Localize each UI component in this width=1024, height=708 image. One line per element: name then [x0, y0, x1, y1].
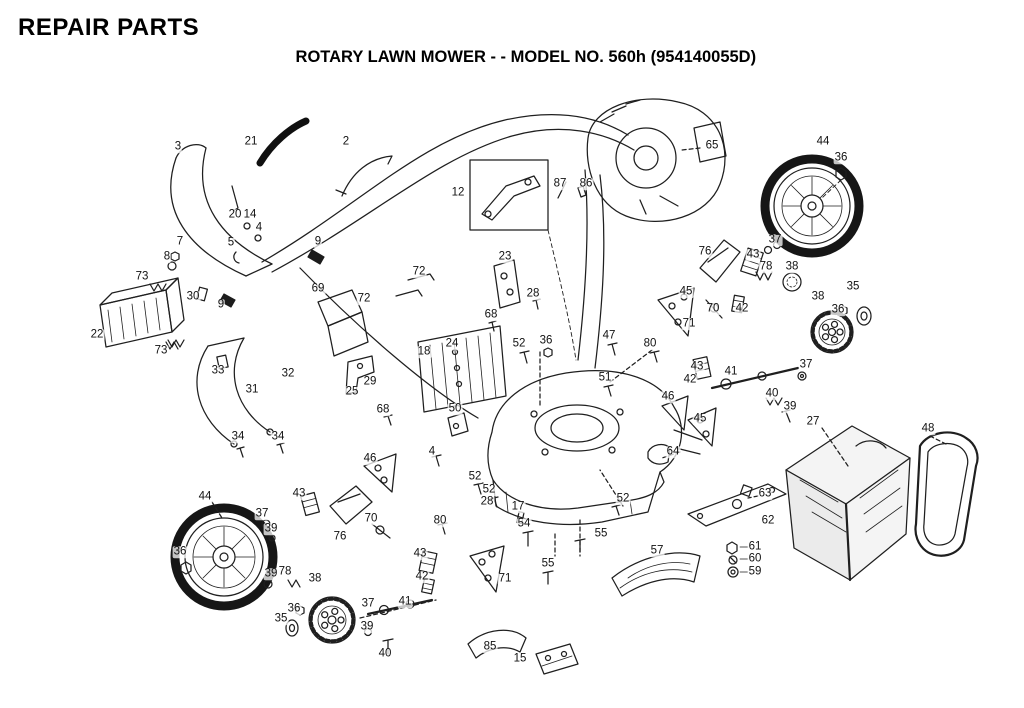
drive-gear-right-drawing [811, 311, 853, 353]
front-mount-plates-drawing [364, 413, 468, 492]
engine-drawing [558, 99, 726, 221]
right-axle-assembly-drawing [662, 357, 806, 446]
washer-right-drawing [839, 306, 871, 325]
baffle-panel-drawing [418, 326, 506, 412]
fasteners-drawing [474, 299, 659, 584]
handle-mount-box-drawing [100, 278, 184, 349]
right-bracket-assembly-drawing [658, 240, 801, 336]
inset-detail-box-drawing [470, 160, 576, 360]
rear-wheel-right-bolt-drawing [822, 168, 846, 198]
bottom-guards-drawing [468, 630, 578, 674]
drive-gear-left-hardware-drawing [286, 600, 432, 654]
page-subtitle: ROTARY LAWN MOWER - - MODEL NO. 560h (95… [295, 48, 757, 66]
control-cables-drawing [262, 115, 634, 418]
small-brackets-drawing [318, 260, 520, 394]
page-title: REPAIR PARTS [18, 14, 200, 41]
deflector-guard-drawing [612, 553, 700, 596]
front-wheel-left-drawing [175, 508, 273, 606]
front-wheel-left-hardware-drawing [181, 520, 300, 588]
bag-frame-drawing [915, 432, 977, 555]
upper-handle-drawing [171, 121, 306, 276]
rear-wheel-right-drawing [765, 159, 859, 253]
grass-bag-drawing [786, 426, 910, 580]
drive-gear-left-drawing [309, 597, 355, 643]
left-bracket-assembly-drawing [301, 486, 504, 594]
lower-handle-drawing [197, 338, 284, 457]
